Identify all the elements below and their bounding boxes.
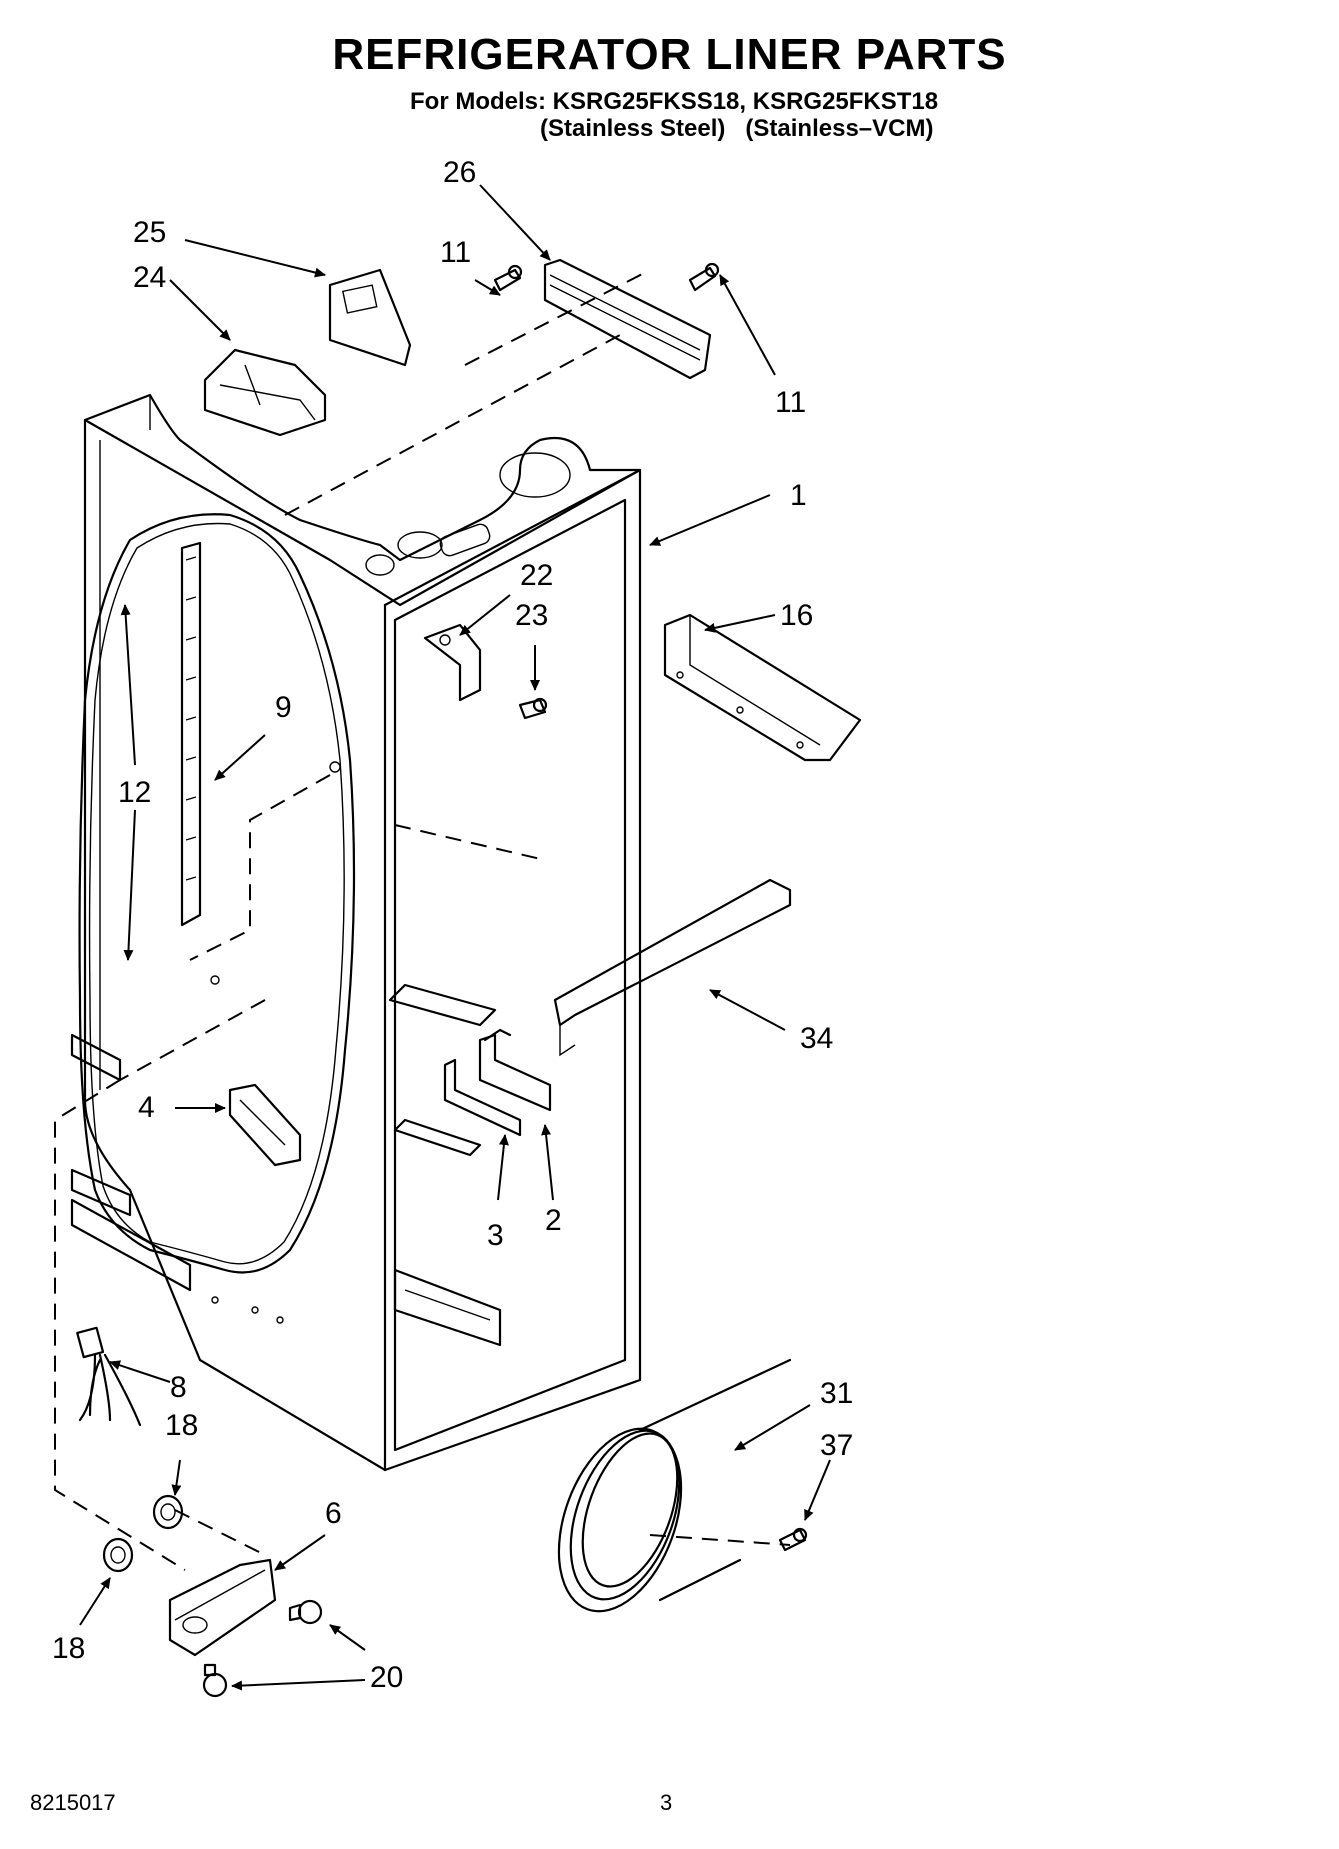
part-18-grommets: [102, 1494, 184, 1573]
part-22-23-bracket-screw: [423, 623, 548, 720]
callout-6: 6: [325, 1497, 342, 1530]
callout-24: 24: [133, 261, 166, 294]
page-number: 3: [660, 1790, 673, 1815]
callout-18-lower: 18: [52, 1632, 85, 1665]
part-6-lamp-housing: [168, 1558, 277, 1657]
callout-12: 12: [118, 776, 151, 809]
part-26-trim-strip: [543, 258, 712, 380]
models-line: For Models: KSRG25FKSS18, KSRG25FKST18: [410, 88, 939, 115]
callout-34: 34: [800, 1022, 833, 1055]
assembly-dashed-lines: [54, 269, 791, 1571]
part-2-3-brackets: [443, 1028, 552, 1137]
callout-37: 37: [820, 1429, 853, 1462]
liner-cabinet: [70, 393, 642, 1472]
leader-lines: [79, 184, 831, 1691]
callout-26: 26: [443, 156, 476, 189]
callout-11-right: 11: [775, 386, 806, 419]
callout-22: 22: [520, 559, 553, 592]
callout-18-upper: 18: [165, 1409, 198, 1442]
part-20-bulbs: [202, 1599, 323, 1698]
callout-1: 1: [790, 479, 807, 512]
callout-8: 8: [170, 1371, 187, 1404]
document-number: 8215017: [30, 1790, 116, 1815]
part-4-light-housing: [228, 1083, 302, 1167]
part-25-bracket: [328, 268, 412, 367]
part-8-wire-harness: [76, 1326, 142, 1427]
callout-20: 20: [370, 1661, 403, 1694]
callout-23: 23: [515, 599, 548, 632]
callout-11-top: 11: [440, 236, 471, 269]
callout-31: 31: [820, 1377, 853, 1410]
part-11-screws: [493, 262, 720, 292]
part-34-shelf-rail: [553, 878, 792, 1057]
callout-16: 16: [780, 599, 813, 632]
part-37-screw: [778, 1527, 808, 1552]
callout-labels: 26 25 24 11 11 1 22 23 16 9 12 34 4 3 2 …: [52, 156, 853, 1694]
finishes-line: (Stainless Steel) (Stainless–VCM): [540, 115, 934, 142]
callout-25: 25: [133, 216, 166, 249]
part-24-control-housing: [203, 348, 327, 437]
part-16-trough: [663, 613, 862, 762]
callout-4: 4: [138, 1091, 155, 1124]
callout-3: 3: [487, 1219, 504, 1252]
callout-9: 9: [275, 691, 292, 724]
page-title: REFRIGERATOR LINER PARTS: [332, 30, 1007, 79]
part-31-tubing-coil: [557, 1358, 792, 1613]
callout-2: 2: [545, 1204, 562, 1237]
